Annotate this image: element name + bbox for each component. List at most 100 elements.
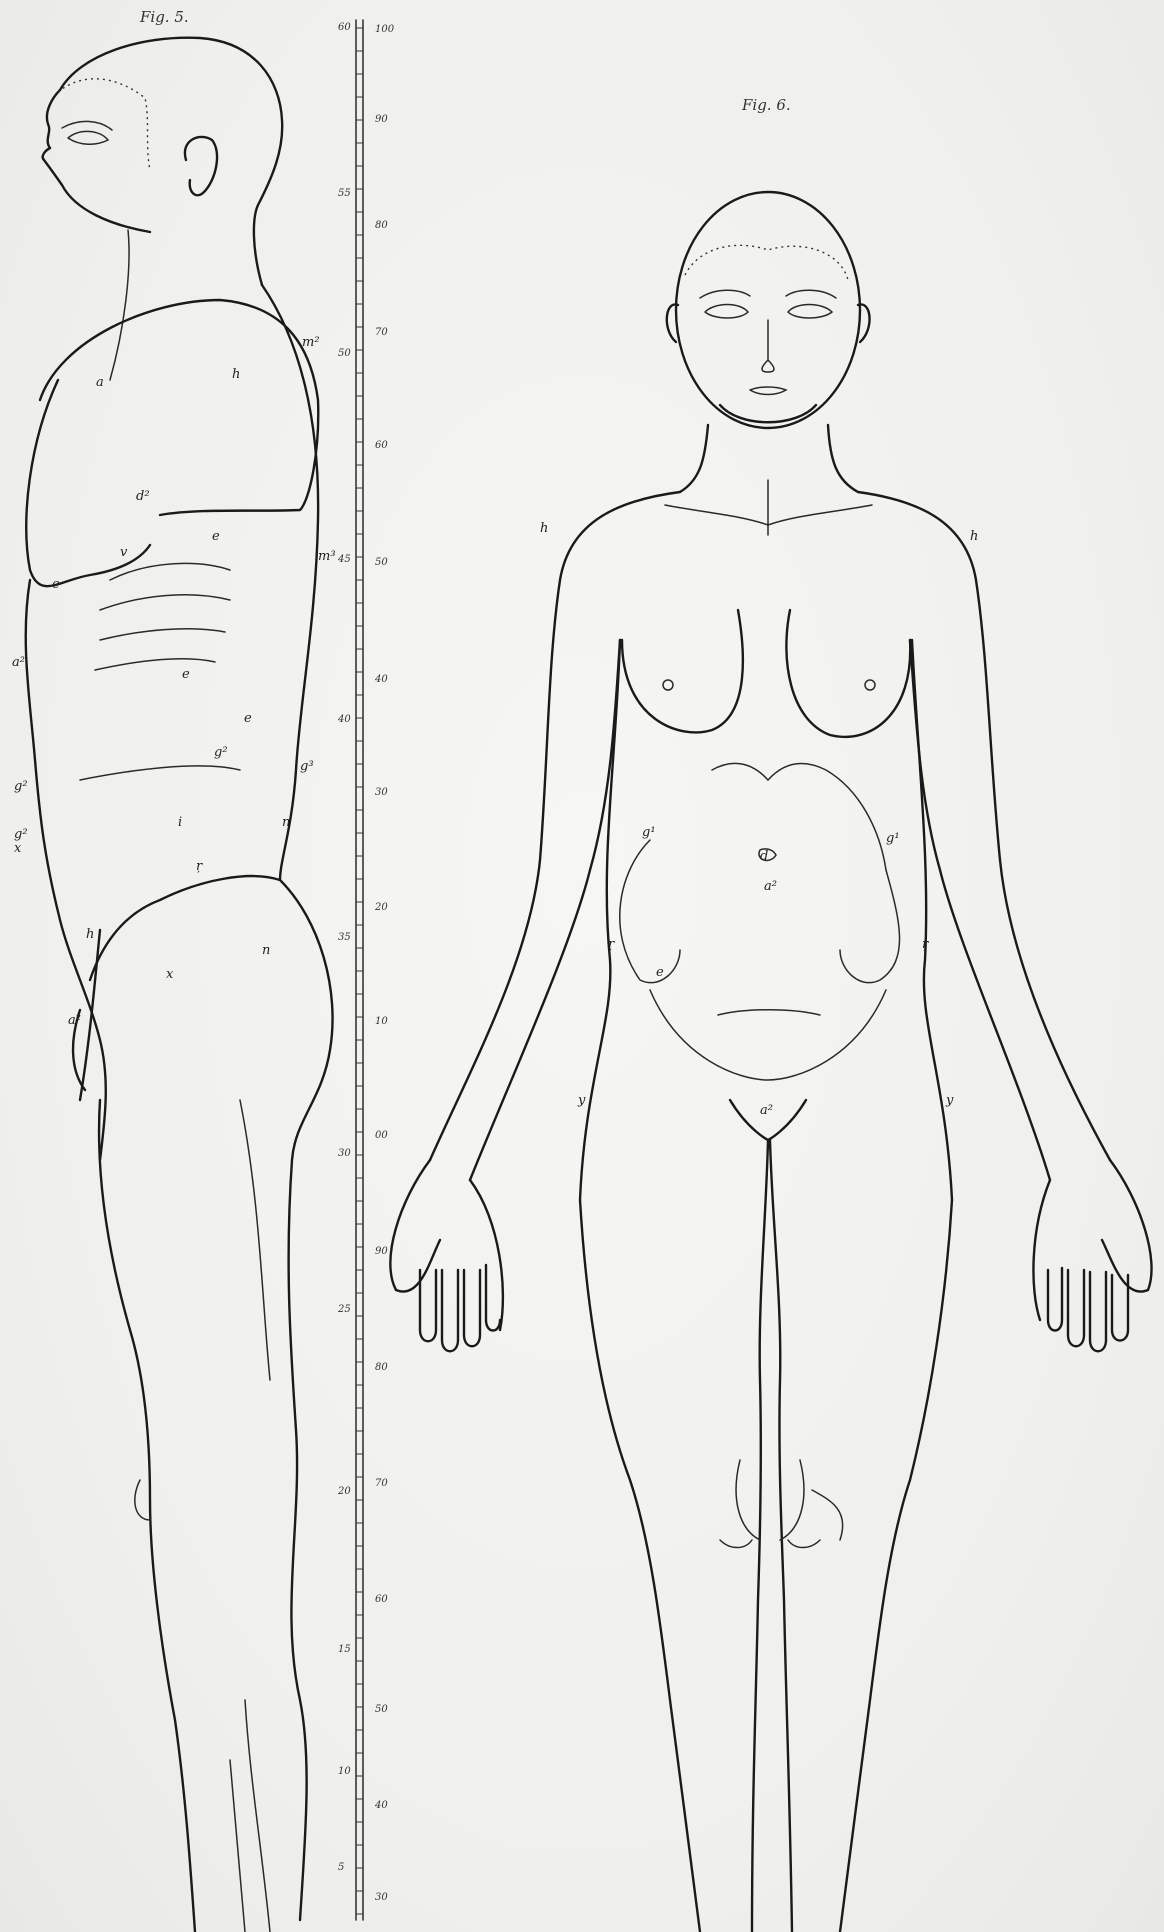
profile-abdomen-front xyxy=(26,580,106,1160)
profile-front-leg xyxy=(99,1100,195,1932)
profile-label: n xyxy=(282,815,290,830)
profile-label: g² xyxy=(214,745,228,760)
profile-label: a² xyxy=(12,655,25,670)
profile-label: ŗ xyxy=(196,859,203,874)
scale-label: 50 xyxy=(375,1704,388,1715)
profile-eye xyxy=(68,131,108,144)
profile-back-outline xyxy=(262,285,333,1920)
profile-label: x xyxy=(14,841,22,856)
scale-label: 40 xyxy=(374,674,388,685)
scale-label: 60 xyxy=(338,22,351,33)
frontal-breast-left xyxy=(622,610,743,732)
profile-figure xyxy=(26,38,333,1932)
scale-label: 50 xyxy=(375,557,388,568)
profile-label: h xyxy=(232,367,240,382)
scale-label: 10 xyxy=(375,1016,388,1027)
profile-label: e xyxy=(52,577,60,592)
scale-label: 90 xyxy=(375,1246,388,1257)
frontal-neck xyxy=(680,425,858,492)
scale-label: 70 xyxy=(375,327,388,338)
profile-label: g² xyxy=(14,779,28,794)
profile-rib-lines xyxy=(95,563,230,670)
scale-label: 90 xyxy=(375,114,388,125)
frontal-label: y xyxy=(945,1093,954,1108)
frontal-label: g¹ xyxy=(886,831,900,846)
frontal-knee-right xyxy=(780,1460,843,1548)
scale-label: 70 xyxy=(375,1478,388,1489)
scale-label: 30 xyxy=(375,1892,388,1903)
profile-ear xyxy=(185,137,217,195)
frontal-mouth xyxy=(750,387,786,395)
profile-shin-lines xyxy=(230,1700,270,1932)
frontal-left-leg-outer xyxy=(580,1200,700,1932)
frontal-label: d xyxy=(760,849,768,864)
scale-label: 100 xyxy=(375,24,395,35)
frontal-label: h xyxy=(540,521,548,536)
scale-label: 80 xyxy=(375,1362,388,1373)
scale-label: 45 xyxy=(337,554,351,565)
scale-label: 60 xyxy=(375,440,388,451)
profile-label: v xyxy=(120,545,128,560)
frontal-torso-right xyxy=(912,640,952,1200)
scale-label: 35 xyxy=(338,932,351,943)
frontal-label: a² xyxy=(760,1103,773,1118)
scale-label: 30 xyxy=(338,1148,351,1159)
profile-knee xyxy=(135,1480,150,1520)
profile-neck xyxy=(110,230,129,380)
profile-label: n xyxy=(262,943,270,958)
profile-label: a² xyxy=(68,1013,81,1028)
profile-shoulder xyxy=(40,300,318,515)
profile-label: e xyxy=(212,529,220,544)
frontal-lower-abdomen xyxy=(650,990,886,1080)
scale-labels-left: 60 55 50 45 40 35 30 25 20 15 10 5 xyxy=(337,22,351,1873)
frontal-right-leg-outer xyxy=(840,1200,952,1932)
frontal-label: h xyxy=(970,529,978,544)
profile-label: e xyxy=(182,667,190,682)
profile-label: i xyxy=(178,815,182,830)
frontal-labels: h h g¹ g¹ d a² ŗ ŗ e y y a² xyxy=(540,521,978,1118)
scale-label: 20 xyxy=(337,1486,351,1497)
frontal-right-arm-inner xyxy=(910,640,1050,1180)
frontal-abdomen-right xyxy=(840,870,900,983)
frontal-label: a² xyxy=(764,879,777,894)
profile-chest-front xyxy=(26,380,150,586)
measurement-scale: 100 90 80 70 60 50 40 30 20 10 00 90 80 … xyxy=(337,20,395,1920)
frontal-left-hand xyxy=(390,1160,503,1351)
profile-label: g² xyxy=(14,827,28,842)
frontal-right-leg-inner xyxy=(770,1140,792,1932)
frontal-label: e xyxy=(656,965,664,980)
frontal-clavicles xyxy=(665,480,872,535)
scale-label: 10 xyxy=(338,1766,351,1777)
frontal-nipple-left xyxy=(663,680,673,690)
frontal-label: g¹ xyxy=(642,825,656,840)
frontal-right-arm-outer xyxy=(858,492,1110,1160)
frontal-label: y xyxy=(577,1093,586,1108)
scale-label: 15 xyxy=(338,1644,351,1655)
scale-label: 60 xyxy=(375,1594,388,1605)
frontal-eye-left xyxy=(705,305,748,319)
frontal-label: ŗ xyxy=(922,937,929,952)
frontal-brows xyxy=(700,290,836,298)
profile-label: a xyxy=(96,375,104,390)
profile-brow xyxy=(62,121,112,130)
profile-flank-line xyxy=(80,766,240,780)
frontal-hairline xyxy=(685,245,848,280)
scale-label: 80 xyxy=(375,220,388,231)
profile-label: g³ xyxy=(300,759,314,774)
scale-label: 20 xyxy=(374,902,388,913)
frontal-nipple-right xyxy=(865,680,875,690)
profile-buttock xyxy=(90,876,280,980)
profile-label: h xyxy=(86,927,94,942)
frontal-figure xyxy=(390,192,1151,1932)
frontal-left-arm-inner xyxy=(470,640,620,1180)
profile-thigh-line xyxy=(240,1100,270,1380)
scale-label: 00 xyxy=(375,1130,388,1141)
frontal-abdominal-crease xyxy=(718,1010,820,1015)
frontal-right-hand xyxy=(1033,1160,1151,1351)
frontal-abdomen-left xyxy=(620,840,680,983)
frontal-nose xyxy=(762,320,774,372)
scale-label: 30 xyxy=(375,787,388,798)
scale-label: 40 xyxy=(374,1800,388,1811)
